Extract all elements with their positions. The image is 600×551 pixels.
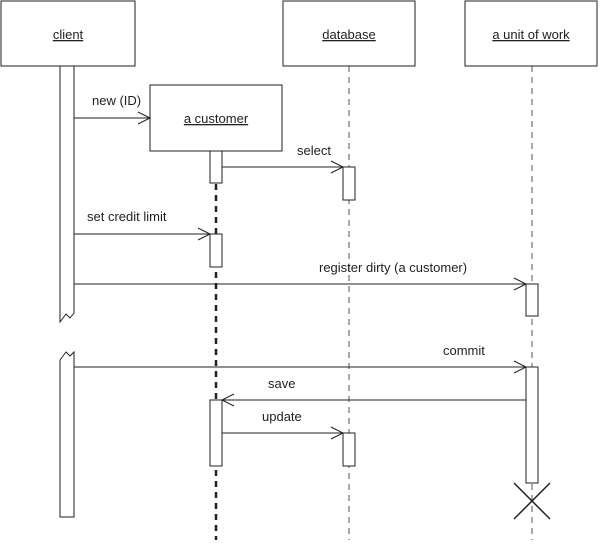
message-register-dirty-label: register dirty (a customer)	[319, 260, 467, 275]
message-set-credit-limit-label: set credit limit	[87, 209, 167, 224]
participant-client: client	[0, 0, 136, 67]
customer-activation-2	[209, 233, 223, 268]
unit-activation-1	[525, 283, 539, 317]
database-box	[282, 0, 416, 67]
message-update: update	[222, 409, 345, 440]
destroy-icon	[513, 482, 551, 520]
participant-unit-of-work: a unit of work	[464, 0, 598, 67]
database-activation-2	[342, 432, 356, 467]
arrowhead-icon	[330, 160, 345, 174]
unit-activation-2	[525, 366, 539, 484]
arrowhead-icon	[513, 360, 528, 374]
message-new-label: new (ID)	[92, 93, 141, 108]
customer-activation-3	[209, 399, 223, 467]
participant-database: database	[282, 0, 416, 67]
client-label: client	[53, 27, 84, 42]
message-save: save	[220, 376, 526, 407]
unit-of-work-label: a unit of work	[492, 27, 570, 42]
message-new: new (ID)	[74, 93, 152, 125]
database-label: database	[322, 27, 376, 42]
client-activation-upper	[59, 65, 75, 324]
client-activation-lower	[59, 350, 75, 518]
arrowhead-icon	[330, 426, 345, 440]
message-save-label: save	[268, 376, 295, 391]
unit-of-work-box	[464, 0, 598, 67]
arrowhead-icon	[220, 393, 235, 407]
database-activation-1	[342, 166, 356, 201]
customer-activation-1	[209, 150, 223, 184]
arrowhead-icon	[513, 277, 528, 291]
customer-label: a customer	[184, 111, 249, 126]
customer-box	[149, 84, 283, 152]
message-register-dirty: register dirty (a customer)	[74, 260, 528, 291]
message-select: select	[222, 143, 345, 174]
arrowhead-icon	[197, 227, 212, 241]
message-set-credit-limit: set credit limit	[74, 209, 212, 241]
client-box	[0, 0, 136, 67]
message-commit-label: commit	[443, 343, 485, 358]
arrowhead-icon	[137, 111, 152, 125]
participant-customer: a customer	[149, 84, 283, 152]
message-select-label: select	[297, 143, 331, 158]
message-commit: commit	[74, 343, 528, 374]
message-update-label: update	[262, 409, 302, 424]
